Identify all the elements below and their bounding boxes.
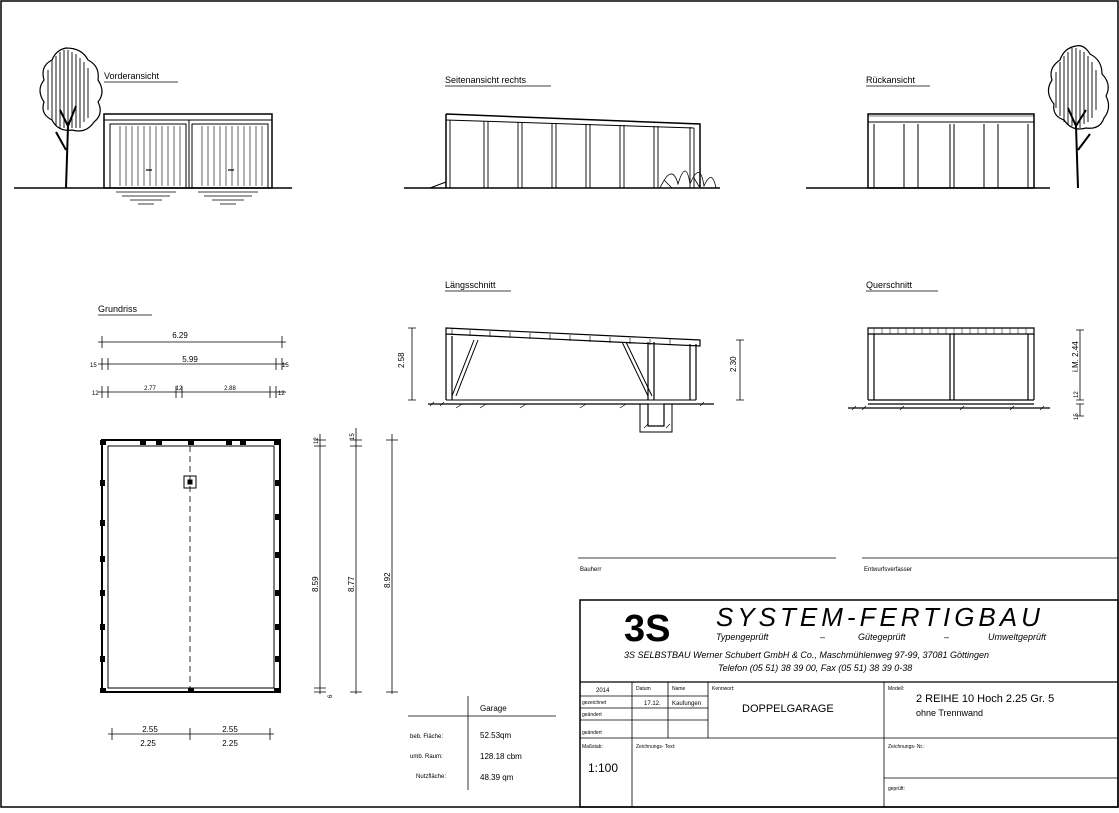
area-row-3-label: Nutzfläche:	[416, 774, 446, 780]
area-table-header: Garage	[480, 704, 507, 713]
bottom-top-right: 2.55	[222, 725, 238, 734]
checked-label: geprüft:	[888, 786, 905, 792]
date-value: 17.12.	[644, 701, 661, 707]
plan-row3-e: 12	[278, 391, 285, 397]
cross-low-b: 15	[1074, 413, 1080, 420]
row-changed-1-label: geändert	[582, 712, 602, 718]
long-height-right: 2.30	[729, 356, 738, 372]
name-value: Kaufungen	[672, 701, 701, 707]
floor-plan	[100, 439, 281, 693]
plan-total-width: 6.29	[172, 331, 188, 340]
owner-signature-label: Bauherr	[580, 567, 601, 573]
plan-row3-b: 2.77	[144, 386, 156, 392]
vertical-a-top: 12	[314, 437, 320, 444]
tagline-3: Umweltgeprüft	[988, 632, 1047, 642]
drawing-text-label: Zeichnungs- Text:	[636, 744, 675, 750]
model-label: Modell:	[888, 686, 904, 692]
side-view-title: Seitenansicht rechts	[445, 75, 527, 85]
title-block	[579, 599, 1119, 808]
rear-view-title: Rückansicht	[866, 75, 916, 85]
area-row-1-label: beb. Fläche:	[410, 734, 443, 740]
front-view	[14, 113, 292, 205]
model-line-2: ohne Trennwand	[916, 708, 983, 718]
vertical-a-bottom: 6	[328, 694, 334, 698]
year-cell: 2014	[596, 688, 610, 694]
bottom-top-left: 2.55	[142, 725, 158, 734]
keyword-value: DOPPELGARAGE	[742, 703, 834, 715]
plan-row3-a: 12	[92, 391, 99, 397]
tagline-1: Typengeprüft	[716, 632, 769, 642]
longitudinal-section-title: Längsschnitt	[445, 280, 496, 290]
company-address: 3S SELBSTBAU Werner Schubert GmbH & Co.,…	[624, 650, 989, 660]
vertical-b: 8.77	[347, 576, 356, 592]
plan-inner-width: 5.99	[182, 355, 198, 364]
scale-label: Maßstab:	[582, 744, 603, 750]
col-name-label: Name	[672, 686, 686, 692]
tagline-2: Gütegeprüft	[858, 632, 906, 642]
area-row-2-label: umb. Raum:	[410, 754, 443, 760]
vertical-b-top: 15	[350, 433, 356, 440]
cross-section	[848, 327, 1084, 417]
area-row-3-value: 48.39 qm	[480, 773, 514, 782]
area-row-1-value: 52.53qm	[480, 731, 511, 740]
company-logo: 3S	[624, 608, 670, 650]
area-table	[408, 696, 556, 790]
plan-dimension-lines	[98, 336, 286, 398]
tagline-sep-1: –	[820, 632, 825, 642]
front-view-title: Vorderansicht	[104, 71, 160, 81]
plan-bottom-dimensions	[108, 728, 274, 740]
cross-section-title: Querschnitt	[866, 280, 913, 290]
row-changed-2-label: geändert	[582, 730, 602, 736]
company-name: SYSTEM-FERTIGBAU	[716, 602, 1044, 632]
vertical-c: 8.92	[383, 572, 392, 588]
longitudinal-section	[408, 327, 744, 433]
tagline-sep-2: –	[944, 632, 949, 642]
area-row-2-value: 128.18 cbm	[480, 752, 522, 761]
drawing-number-label: Zeichnungs- Nr.:	[888, 744, 925, 750]
tree-left-icon	[39, 47, 103, 189]
bottom-low-right: 2.25	[222, 739, 238, 748]
row-drawn-label: gezeichnet	[582, 700, 607, 706]
long-height-left: 2.58	[397, 352, 406, 368]
side-view	[404, 113, 720, 189]
plan-vertical-dimensions	[314, 428, 398, 694]
company-contact: Telefon (05 51) 38 39 00, Fax (05 51) 38…	[718, 663, 912, 673]
model-line-1: 2 REIHE 10 Hoch 2.25 Gr. 5	[916, 693, 1054, 705]
rear-view	[806, 113, 1050, 189]
plan-row3-d: 2.88	[224, 386, 236, 392]
plan-row3-c: 12	[176, 386, 183, 392]
keyword-label: Kennwort:	[712, 686, 735, 692]
scale-value: 1:100	[588, 761, 618, 775]
floor-plan-title: Grundriss	[98, 304, 138, 314]
tree-right-icon	[1047, 45, 1110, 189]
bottom-low-left: 2.25	[140, 739, 156, 748]
cross-low-a: 12	[1074, 391, 1080, 398]
cross-height: i.M. 2.44	[1071, 341, 1080, 372]
plan-left-end: 15	[90, 363, 97, 369]
plan-right-end: 15	[282, 363, 289, 369]
designer-signature-label: Entwurfsverfasser	[864, 567, 912, 573]
vertical-a: 8.59	[311, 576, 320, 592]
col-date-label: Datum	[636, 686, 651, 692]
